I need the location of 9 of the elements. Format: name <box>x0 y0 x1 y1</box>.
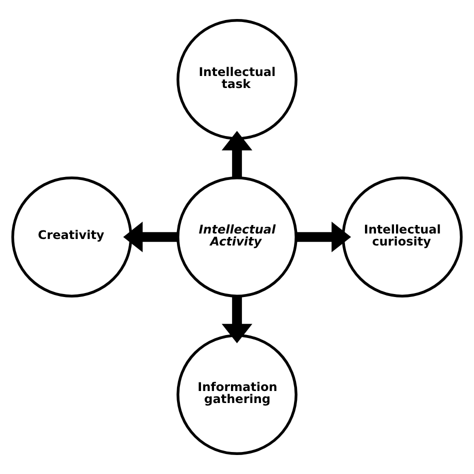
node-circle: Intellectual curiosity <box>342 176 463 298</box>
node-circle: Creativity <box>11 176 132 298</box>
node-circle: Intellectual task <box>176 19 298 140</box>
arrow <box>222 296 252 344</box>
arrow <box>296 222 352 252</box>
node-circle: Intellectual Activity <box>176 176 298 298</box>
node-circle: Information gathering <box>176 334 298 455</box>
arrow <box>222 130 252 178</box>
arrow <box>123 222 178 252</box>
